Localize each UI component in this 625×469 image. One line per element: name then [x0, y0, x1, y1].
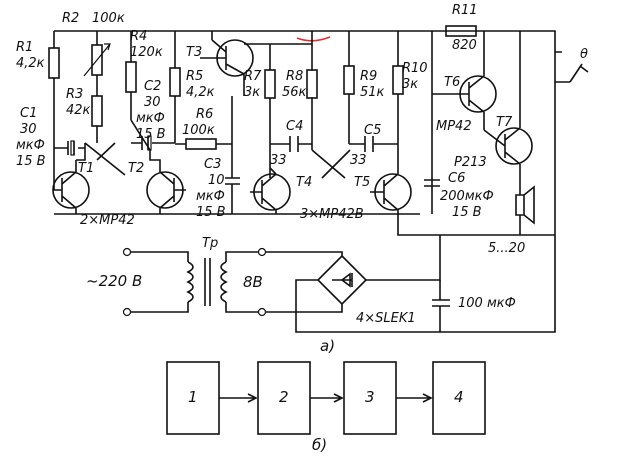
terminal-3: [257, 247, 267, 257]
value-r5: 4,2к: [186, 85, 215, 100]
bottom-rail-right: [397, 214, 555, 236]
resistor-r8: [306, 69, 318, 99]
label-c6: C6: [448, 171, 465, 186]
arrow-2-3: [310, 393, 344, 403]
transistor-t1: [52, 171, 90, 209]
red-mark: [296, 36, 331, 42]
block-3-label: 3: [365, 388, 375, 406]
resistor-r6: [185, 138, 217, 150]
filter-capacitor: [432, 299, 450, 307]
caption-b: б): [312, 436, 327, 454]
transistor-t7: [495, 127, 533, 165]
value-c3: 10: [208, 173, 225, 188]
terminal-4: [257, 307, 267, 317]
type-t6: МР42: [436, 119, 472, 134]
voltage-range: 5...20: [488, 241, 525, 256]
value-c6: 200мкФ: [440, 189, 494, 204]
block-4-label: 4: [454, 388, 464, 406]
value-r10: 3к: [402, 77, 418, 92]
voltage-c2: 15 В: [136, 127, 166, 142]
resistor-r5: [169, 67, 181, 97]
filter-cap-value: 100 мкФ: [458, 296, 516, 311]
label-c3: C3: [204, 157, 221, 172]
arrow-3-4: [396, 393, 433, 403]
unit-c2: мкФ: [136, 111, 165, 126]
label-t7: T7: [496, 115, 513, 130]
capacitor-c6: [424, 179, 440, 187]
label-r7: R7: [244, 69, 262, 84]
label-r9: R9: [360, 69, 377, 84]
label-c5: C5: [364, 123, 381, 138]
capacitor-c3: [225, 177, 240, 185]
switch-label: θ: [580, 47, 588, 62]
unit-c3: мкФ: [196, 189, 225, 204]
value-c2: 30: [144, 95, 161, 110]
value-r8: 56к: [282, 85, 307, 100]
label-r6: R6: [196, 107, 213, 122]
value-r1: 4,2к: [16, 56, 45, 71]
secondary-voltage: 8В: [243, 273, 263, 291]
bridge-label: 4×SLEK1: [356, 311, 416, 326]
type-t1-t2: 2×МР42: [80, 213, 135, 228]
top-rail: [53, 30, 556, 52]
block-1-label: 1: [188, 388, 198, 406]
block-4: [432, 361, 486, 435]
capacitor-c4: [289, 136, 299, 152]
value-r2: 100к: [92, 11, 125, 26]
label-r3: R3: [66, 87, 83, 102]
voltage-c1: 15 В: [16, 154, 46, 169]
resistor-r9: [343, 65, 355, 95]
value-r11: 820: [452, 38, 477, 53]
resistor-r1: [48, 47, 60, 79]
bottom-rail-left: [54, 208, 420, 215]
transformer-secondary: [220, 261, 228, 303]
arrow-1-2: [219, 393, 258, 403]
value-r6: 100к: [182, 123, 215, 138]
value-c1: 30: [20, 122, 37, 137]
resistor-r3: [91, 95, 103, 127]
resistor-r7: [264, 69, 276, 99]
value-r3: 42к: [66, 103, 91, 118]
value-r4: 120к: [130, 45, 163, 60]
label-t1: T1: [78, 161, 94, 176]
label-c2: C2: [144, 79, 161, 94]
terminal-2: [122, 307, 132, 317]
caption-a: а): [320, 337, 335, 355]
rectifier-bridge: [316, 254, 368, 306]
label-r2: R2: [62, 11, 79, 26]
value-r7: 3к: [244, 85, 260, 100]
capacitor-c5: [364, 136, 374, 152]
voltage-c3: 15 В: [196, 205, 226, 220]
unit-c1: мкФ: [16, 138, 45, 153]
value-c4-left: 33: [270, 153, 287, 168]
type-t7: P213: [454, 155, 487, 170]
label-r8: R8: [286, 69, 303, 84]
value-r9: 51к: [360, 85, 385, 100]
value-c4: 33: [350, 153, 367, 168]
label-r5: R5: [186, 69, 203, 84]
mains-voltage: ~220 В: [86, 272, 142, 290]
resistor-r11: [445, 25, 477, 37]
label-r1: R1: [16, 40, 33, 55]
block-diagram: 1 2 3 4 б): [166, 361, 486, 454]
label-transformer: Tp: [202, 236, 218, 251]
label-t4: T4: [296, 175, 312, 190]
label-t2: T2: [128, 161, 144, 176]
label-c1: C1: [20, 106, 37, 121]
speaker: [515, 185, 535, 225]
type-t3-t5: 3×МР42В: [300, 207, 364, 222]
label-t3: T3: [186, 45, 202, 60]
transformer-primary: [186, 261, 194, 303]
label-c4: C4: [286, 119, 303, 134]
block-2-label: 2: [279, 388, 289, 406]
resistor-r4: [125, 61, 137, 93]
label-r10: R10: [402, 61, 428, 76]
label-t5: T5: [354, 175, 370, 190]
label-r11: R11: [452, 3, 478, 18]
label-r4: R4: [130, 29, 147, 44]
label-t6: T6: [444, 75, 460, 90]
voltage-c6: 15 В: [452, 205, 482, 220]
terminal-1: [122, 247, 132, 257]
